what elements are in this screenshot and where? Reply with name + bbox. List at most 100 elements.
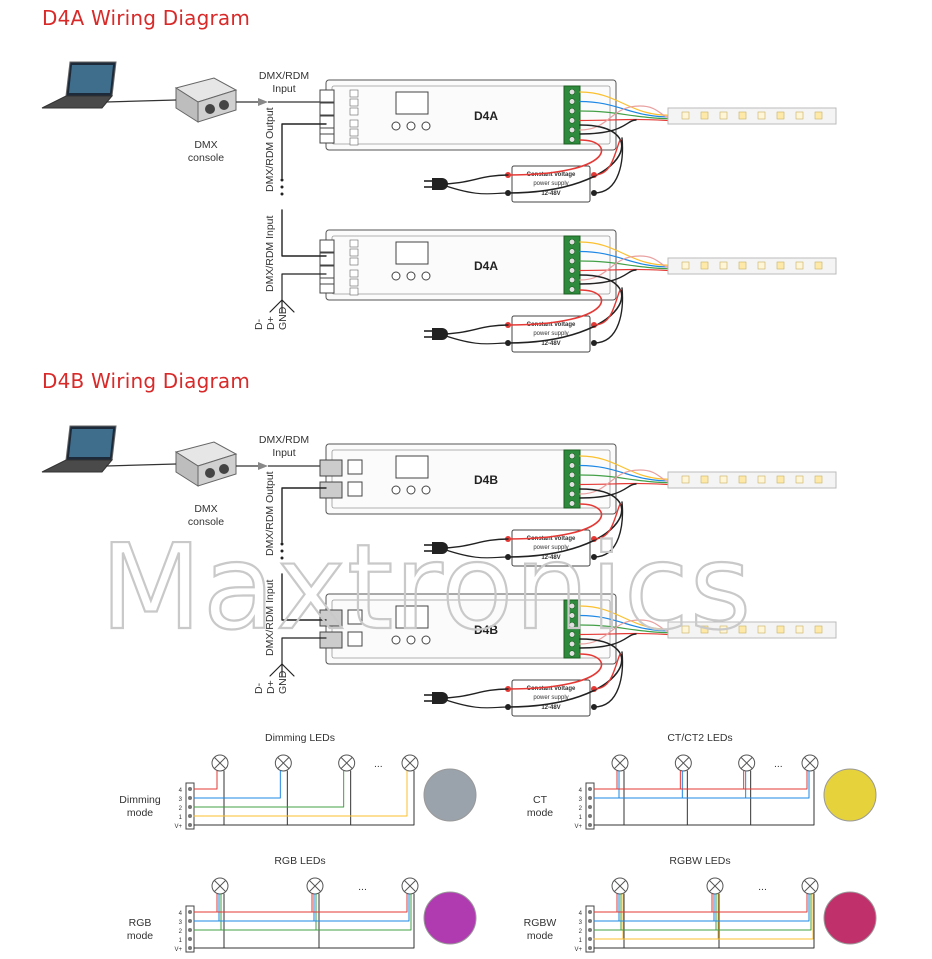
terminal-screw-icon bbox=[588, 937, 592, 941]
led-chip-icon bbox=[776, 111, 785, 120]
output-wire bbox=[579, 260, 677, 270]
dmx-console-label: console bbox=[188, 516, 224, 528]
lamp-cross-icon bbox=[404, 757, 416, 769]
terminal-label: 3 bbox=[579, 797, 583, 803]
rgb-mode-label: RGB bbox=[129, 917, 152, 929]
led-wire bbox=[593, 770, 808, 790]
output-terminal-block bbox=[563, 235, 581, 295]
led-chip-icon bbox=[795, 261, 804, 270]
terminal-screw-icon bbox=[568, 640, 576, 648]
laptop-display-icon bbox=[69, 429, 113, 457]
rgbw-mode-label: mode bbox=[527, 930, 553, 942]
ellipsis: ... bbox=[358, 881, 367, 893]
rj45-port-icon bbox=[319, 609, 343, 627]
control-button-icon bbox=[406, 271, 416, 281]
terminal-screw-icon bbox=[588, 787, 592, 791]
terminal-label: 3 bbox=[179, 920, 183, 926]
output-wire bbox=[579, 250, 677, 268]
plug-cable bbox=[439, 333, 509, 345]
rgbw-leds-title: RGBW LEDs bbox=[669, 855, 730, 867]
terminal-label: V+ bbox=[174, 824, 182, 830]
dmx-output-label: DMX/RDM Output bbox=[264, 107, 276, 192]
led-chip-icon bbox=[738, 625, 747, 634]
lamp-cross-icon bbox=[404, 880, 416, 892]
ellipsis-dot bbox=[280, 556, 284, 560]
terminal-label: V+ bbox=[174, 947, 182, 953]
output-terminal-block bbox=[563, 85, 581, 145]
power-supply-label: Constant voltage bbox=[527, 322, 576, 328]
dmx-input-label: DMX/RDM bbox=[259, 70, 309, 82]
terminal-label: 4 bbox=[179, 911, 183, 917]
led-wire bbox=[193, 893, 412, 931]
terminal-screw-icon bbox=[568, 462, 576, 469]
output-wire bbox=[579, 100, 677, 118]
control-button-icon bbox=[406, 635, 416, 645]
terminal-label: V+ bbox=[574, 824, 582, 830]
lcd-display bbox=[395, 241, 429, 265]
lamp-cross-icon bbox=[804, 757, 816, 769]
screw-terminal-icon bbox=[319, 283, 335, 294]
led-chip-icon bbox=[795, 625, 804, 634]
dimming-leds-title: Dimming LEDs bbox=[265, 732, 335, 744]
xlr-port-icon bbox=[219, 464, 229, 474]
ct-mode-label: CT bbox=[533, 794, 548, 806]
dmx-console-label: DMX bbox=[194, 503, 217, 515]
led-wire bbox=[593, 770, 683, 799]
terminal-label: 4 bbox=[579, 911, 583, 917]
address-switch-icon bbox=[349, 128, 359, 137]
led-strip bbox=[667, 471, 837, 489]
lcd-display bbox=[395, 91, 429, 115]
led-chip-icon bbox=[681, 625, 690, 634]
dmx-chain-wire bbox=[281, 487, 327, 543]
led-chip-icon bbox=[738, 475, 747, 484]
led-chip-icon bbox=[757, 625, 766, 634]
lamp-cross-icon bbox=[804, 880, 816, 892]
address-switch-icon bbox=[349, 137, 359, 146]
address-switch-icon bbox=[349, 278, 359, 287]
lcd-display bbox=[395, 605, 429, 629]
led-chip-icon bbox=[776, 625, 785, 634]
control-button-icon bbox=[406, 485, 416, 495]
led-chip-icon bbox=[700, 475, 709, 484]
power-supply-label: power supply bbox=[533, 695, 568, 701]
led-wire bbox=[593, 770, 620, 799]
lamp-cross-icon bbox=[740, 757, 753, 769]
led-chip-icon bbox=[681, 475, 690, 484]
lamp-cross-icon bbox=[614, 880, 626, 892]
bus-terminal-label: GND bbox=[277, 306, 289, 330]
lamp-cross-icon bbox=[214, 757, 226, 769]
ellipsis-dot bbox=[280, 549, 284, 553]
led-wire bbox=[593, 770, 681, 790]
bus-terminal-label: D- bbox=[253, 318, 265, 330]
dmx-chain-wire bbox=[281, 209, 327, 257]
lamp-cross-icon bbox=[214, 880, 226, 892]
psu-positive-wire bbox=[507, 139, 603, 176]
terminal-screw-icon bbox=[568, 267, 576, 274]
dmx-input-label: DMX/RDM bbox=[259, 434, 309, 446]
screw-terminal-icon bbox=[319, 265, 335, 279]
rgb-mode-label: mode bbox=[127, 930, 153, 942]
address-switch-icon bbox=[349, 269, 359, 278]
led-wire bbox=[193, 770, 281, 799]
terminal-screw-icon bbox=[588, 910, 592, 914]
led-wire bbox=[193, 893, 220, 922]
terminal-label: 4 bbox=[179, 788, 183, 794]
led-wire bbox=[593, 893, 808, 913]
rgb-leds-title: RGB LEDs bbox=[274, 855, 325, 867]
address-switch-icon bbox=[349, 98, 359, 107]
screw-terminal-icon bbox=[319, 252, 335, 266]
terminal-label: 1 bbox=[179, 815, 183, 821]
rj45-port-icon bbox=[319, 459, 343, 477]
led-wire bbox=[193, 770, 218, 790]
led-chip-icon bbox=[795, 475, 804, 484]
plug-cable bbox=[439, 697, 509, 709]
ct-sample-photo bbox=[823, 768, 877, 822]
led-chip-icon bbox=[757, 111, 766, 120]
xlr-connector-icon bbox=[258, 98, 268, 106]
address-switch-icon bbox=[349, 107, 359, 116]
control-button-icon bbox=[391, 635, 401, 645]
led-wire bbox=[593, 893, 618, 913]
psu-negative-wire bbox=[507, 124, 623, 194]
terminal-screw-icon bbox=[568, 98, 576, 105]
psu-positive-wire bbox=[507, 653, 603, 690]
